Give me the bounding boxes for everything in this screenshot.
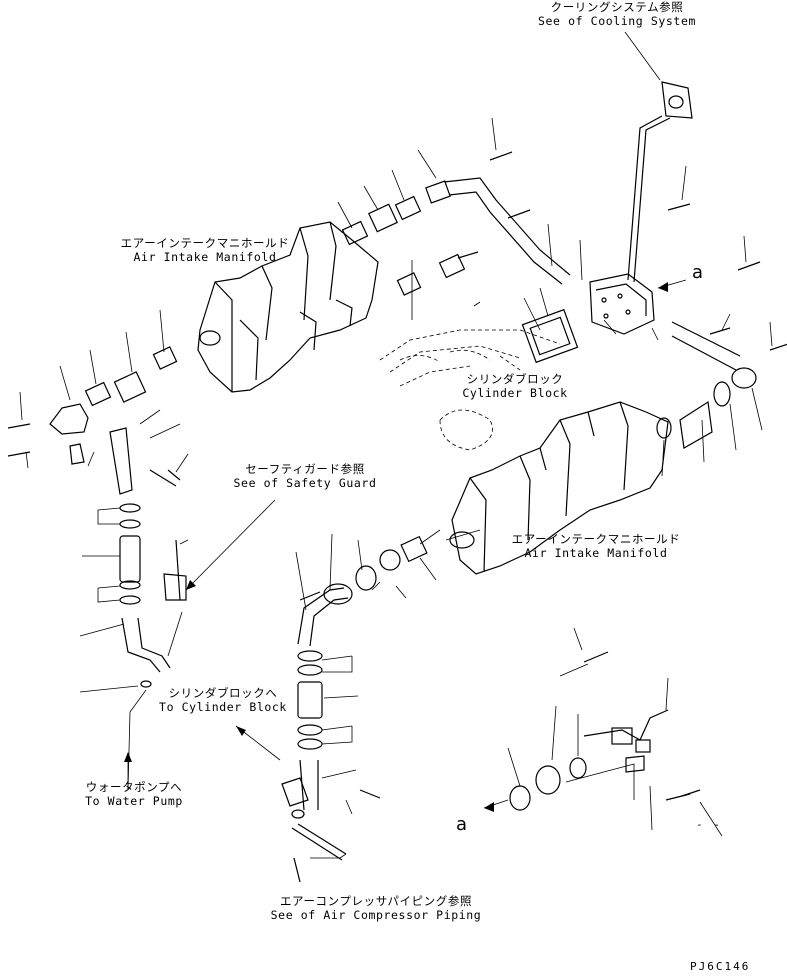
to-cylinder-block-callout-jp: シリンダブロックへ — [168, 686, 278, 700]
right-pipe-assembly — [656, 321, 757, 449]
upper-intake-callout-en: Air Intake Manifold — [133, 250, 277, 264]
cylinder-block-callout-jp: シリンダブロック — [466, 372, 564, 386]
safety-guard-callout: セーフティガード参照 See of Safety Guard — [210, 462, 400, 490]
water-pump-callout-jp: ウォータポンプへ — [85, 780, 183, 794]
center-hose-stack — [281, 535, 428, 883]
drawing-code: PJ6C146 — [690, 960, 751, 973]
air-compressor-callout: エアーコンプレッサパイピング参照 See of Air Compressor P… — [248, 894, 504, 922]
ref-mark-a-upper: a — [692, 262, 704, 283]
air-compressor-callout-jp: エアーコンプレッサパイピング参照 — [279, 894, 473, 908]
cylinder-block-phantom — [379, 329, 561, 451]
water-pump-callout: ウォータポンプへ To Water Pump — [64, 780, 204, 808]
cooling-pipe-upper — [425, 81, 693, 285]
cooling-callout-jp: クーリングシステム参照 — [550, 0, 684, 14]
sensor-assembly — [509, 709, 691, 811]
to-cylinder-block-callout-en: To Cylinder Block — [159, 700, 287, 714]
leader-lines — [19, 31, 773, 837]
lower-intake-callout-en: Air Intake Manifold — [524, 546, 668, 560]
upper-gaskets — [341, 195, 579, 364]
air-compressor-callout-en: See of Air Compressor Piping — [270, 908, 482, 922]
upper-intake-manifold — [197, 221, 379, 393]
upper-intake-callout: エアーインテークマニホールド Air Intake Manifold — [110, 236, 300, 264]
to-cylinder-block-callout: シリンダブロックへ To Cylinder Block — [138, 686, 308, 714]
upper-intake-callout-jp: エアーインテークマニホールド — [120, 236, 290, 250]
left-hose-stack — [119, 503, 187, 688]
cooling-callout: クーリングシステム参照 See of Cooling System — [522, 0, 712, 28]
cylinder-block-callout: シリンダブロック Cylinder Block — [440, 372, 590, 400]
lower-intake-manifold — [449, 401, 669, 575]
safety-guard-callout-en: See of Safety Guard — [233, 476, 377, 490]
ref-mark-a-lower: a — [456, 814, 468, 835]
lower-intake-callout: エアーインテークマニホールド Air Intake Manifold — [498, 532, 694, 560]
safety-guard-callout-jp: セーフティガード参照 — [245, 462, 365, 476]
water-pump-callout-en: To Water Pump — [85, 794, 183, 808]
cylinder-block-callout-en: Cylinder Block — [462, 386, 568, 400]
lower-intake-callout-jp: エアーインテークマニホールド — [511, 532, 681, 546]
left-fittings — [7, 346, 178, 495]
thermostat-housing — [589, 273, 655, 335]
arrows — [124, 279, 687, 859]
cooling-callout-en: See of Cooling System — [538, 14, 696, 28]
bolts — [167, 151, 787, 797]
dash-marks: - - — [696, 818, 722, 831]
